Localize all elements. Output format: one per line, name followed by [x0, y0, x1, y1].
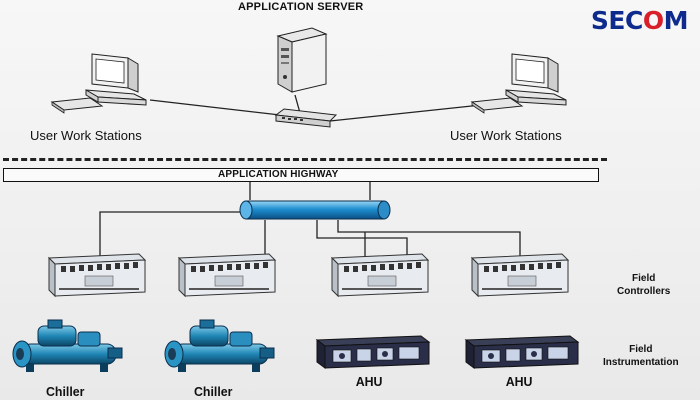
- field-instrumentation-label-line1: Field: [629, 344, 653, 355]
- logo-text-o: O: [642, 6, 664, 35]
- right-workstation-label: User Work Stations: [450, 128, 562, 143]
- logo-text-start: SEC: [590, 6, 643, 35]
- chiller-unit-icon: [12, 319, 123, 372]
- network-switch-icon: [274, 108, 338, 128]
- computer-workstation-icon: [50, 53, 147, 114]
- computer-workstation-icon: [470, 53, 567, 114]
- field-instrumentation-label-line2: Instrumentation: [603, 357, 679, 368]
- left-workstation-label: User Work Stations: [30, 128, 142, 143]
- air-handling-unit-icon: [315, 335, 431, 369]
- equipment-label: Chiller: [194, 384, 233, 399]
- network-bus-cylinder-icon: [239, 200, 391, 220]
- logo-text-end: M: [663, 6, 689, 35]
- application-server-title: APPLICATION SERVER: [238, 1, 364, 13]
- application-highway-label: APPLICATION HIGHWAY: [218, 169, 339, 180]
- chiller-unit-icon: [164, 319, 275, 372]
- equipment-label: Chiller: [46, 384, 85, 399]
- server-icon: [276, 27, 328, 93]
- equipment-label: AHU: [355, 374, 383, 389]
- field-controllers-label-line2: Controllers: [617, 286, 671, 297]
- field-instrumentation-label: Field Instrumentation: [603, 343, 679, 369]
- field-controller-icon: [177, 253, 277, 298]
- application-highway-bar: [3, 168, 599, 182]
- field-controller-icon: [470, 253, 570, 298]
- field-controllers-label-line1: Field: [632, 273, 656, 284]
- field-controller-icon: [330, 253, 430, 298]
- dashed-separator: [3, 158, 607, 161]
- air-handling-unit-icon: [464, 335, 580, 369]
- field-controllers-label: Field Controllers: [617, 272, 670, 298]
- secom-logo: SECOM: [590, 6, 689, 35]
- field-controller-icon: [47, 253, 147, 298]
- equipment-label: AHU: [505, 374, 533, 389]
